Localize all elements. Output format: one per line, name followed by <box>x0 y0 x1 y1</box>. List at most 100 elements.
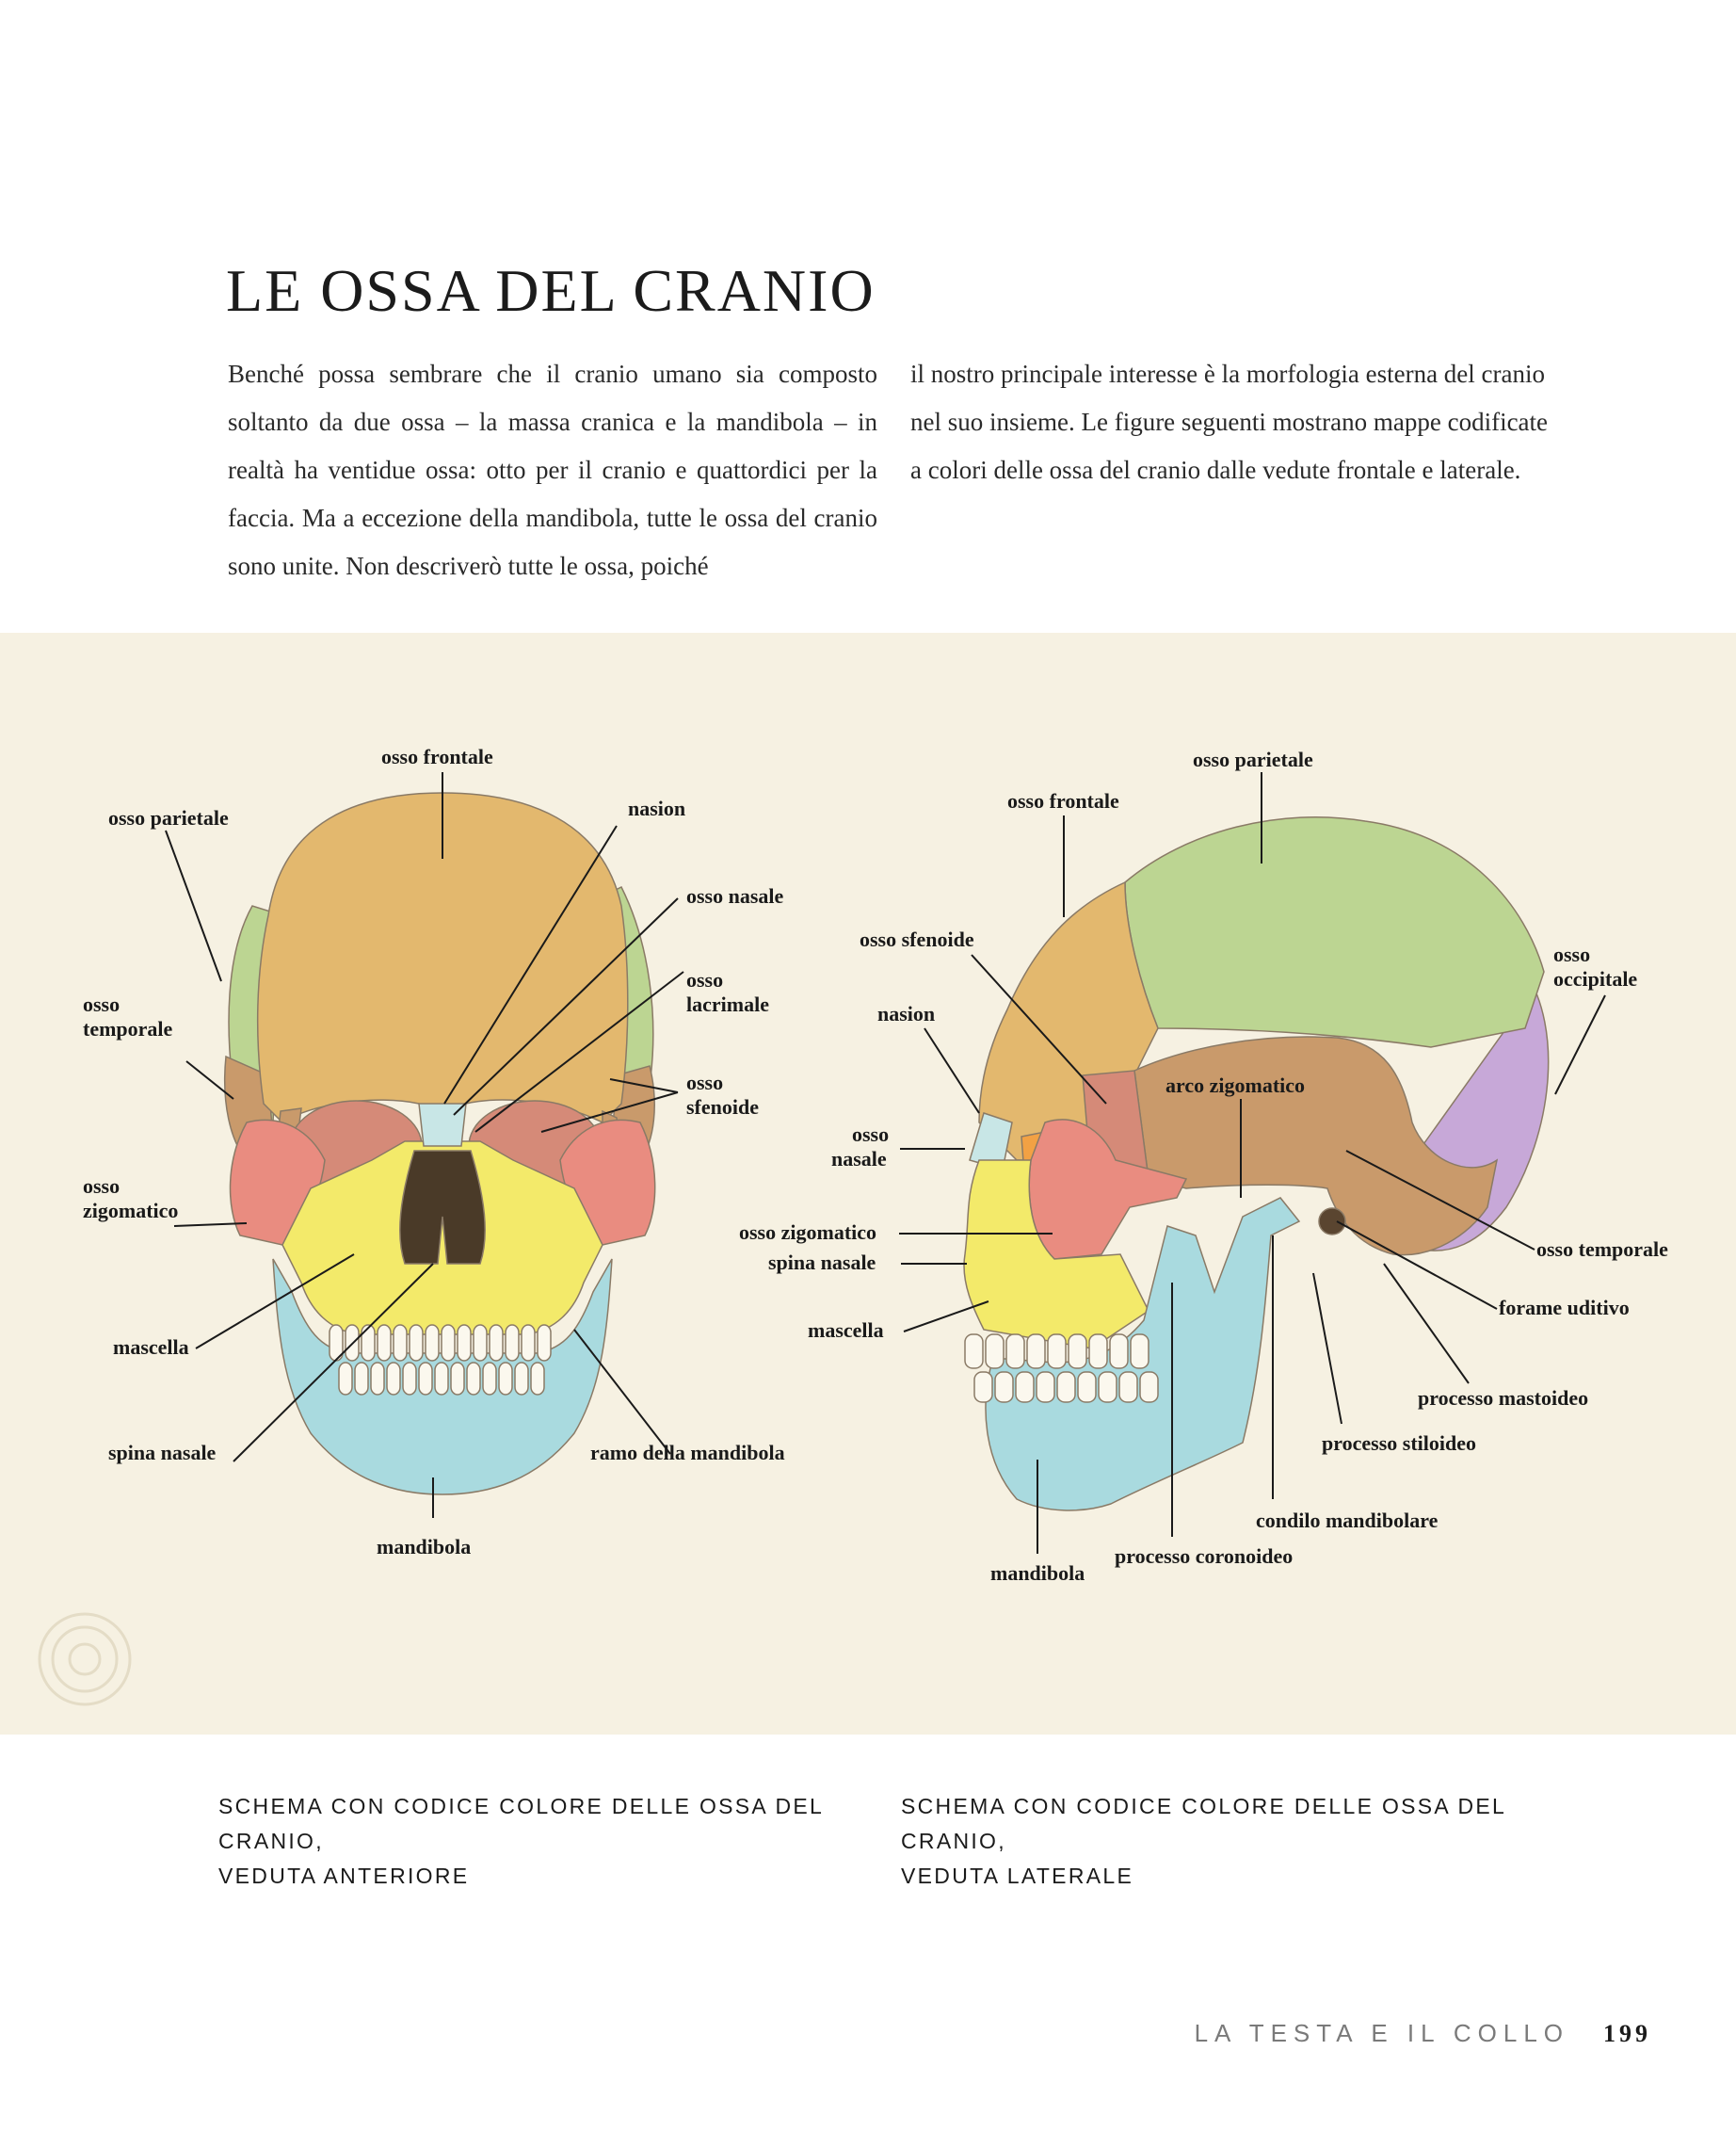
label-side-processo-stiloideo: processo stiloideo <box>1322 1431 1476 1455</box>
leader-side-nasion <box>924 1027 980 1114</box>
intro-text-left: Benché possa sembrare che il cranio uman… <box>228 360 877 580</box>
label-front-osso-parietale: osso parietale <box>108 806 229 830</box>
tooth <box>505 1324 520 1362</box>
caption-anterior-line1: SCHEMA CON CODICE COLORE DELLE OSSA DEL … <box>218 1794 824 1853</box>
intro-text-right: il nostro principale interesse è la morf… <box>910 360 1549 484</box>
tooth <box>354 1362 369 1396</box>
label-side-condilo-mandibolare: condilo mandibolare <box>1256 1509 1439 1532</box>
leader-side-temporale <box>1345 1150 1535 1251</box>
tooth <box>338 1362 353 1396</box>
label-front-osso-zigomatico-1: osso <box>83 1174 120 1198</box>
leader-side-mastoideo <box>1383 1263 1470 1384</box>
label-front-osso-nasale: osso nasale <box>686 884 784 908</box>
skull-diagram: osso frontale osso parietale nasion osso… <box>38 745 1668 1706</box>
label-front-mandibola: mandibola <box>377 1535 471 1558</box>
label-side-osso-temporale: osso temporale <box>1536 1237 1668 1261</box>
label-front-osso-lacrimale-1: osso <box>686 968 723 992</box>
leader-side-mascella <box>903 1300 989 1332</box>
caption-lateral-line1: SCHEMA CON CODICE COLORE DELLE OSSA DEL … <box>901 1794 1506 1853</box>
tooth <box>1139 1371 1159 1403</box>
label-side-arco-zigomatico: arco zigomatico <box>1165 1074 1305 1097</box>
running-head: LA TESTA E IL COLLO <box>1194 2019 1569 2047</box>
page-footer: LA TESTA E IL COLLO 199 <box>1195 2019 1651 2048</box>
tooth <box>393 1324 408 1362</box>
front-labels: osso frontale osso parietale nasion osso… <box>83 745 785 1558</box>
leader-front-nasale <box>453 897 679 1116</box>
label-side-osso-frontale: osso frontale <box>1007 789 1119 813</box>
tooth <box>1005 1333 1025 1369</box>
tooth <box>1036 1371 1055 1403</box>
tooth <box>537 1324 552 1362</box>
leader-front-spina <box>233 1263 434 1462</box>
tooth <box>973 1371 993 1403</box>
leader-front-lacrimale <box>474 971 684 1133</box>
page-number: 199 <box>1603 2020 1651 2047</box>
tooth <box>1109 1333 1129 1369</box>
leader-front-sfenoide-a <box>609 1078 679 1093</box>
tooth <box>386 1362 401 1396</box>
side-leader-lines <box>899 772 1606 1554</box>
side-skull <box>963 815 1550 1511</box>
side-temporal-bone <box>1133 1036 1499 1256</box>
side-parietal-bone <box>1124 815 1545 1048</box>
skull-illustration-plate: osso frontale osso parietale nasion osso… <box>0 633 1736 1735</box>
front-skull <box>223 792 656 1495</box>
leader-front-sfenoide-b <box>540 1091 679 1133</box>
label-side-osso-nasale-1: osso <box>852 1122 889 1146</box>
label-front-osso-temporale-1: osso <box>83 993 120 1016</box>
leader-front-ramo <box>573 1329 671 1455</box>
label-front-spina-nasale: spina nasale <box>108 1441 217 1464</box>
label-side-nasion: nasion <box>877 1002 935 1025</box>
label-side-osso-occipitale-1: osso <box>1553 943 1590 966</box>
label-side-spina-nasale: spina nasale <box>768 1251 876 1274</box>
leader-side-uditivo <box>1336 1220 1498 1310</box>
label-front-osso-sfenoide-1: osso <box>686 1071 723 1094</box>
label-front-nasion: nasion <box>628 797 685 820</box>
tooth <box>473 1324 488 1362</box>
label-side-osso-sfenoide: osso sfenoide <box>860 928 974 951</box>
tooth <box>489 1324 504 1362</box>
label-front-osso-temporale-2: temporale <box>83 1017 173 1041</box>
leader-front-mascella <box>195 1253 355 1349</box>
front-nasal-cavity <box>399 1150 486 1265</box>
leader-front-zigomatico <box>173 1222 248 1227</box>
label-side-forame-uditivo: forame uditivo <box>1499 1296 1630 1319</box>
leader-side-occipitale <box>1554 994 1606 1095</box>
tooth <box>418 1362 433 1396</box>
label-front-osso-lacrimale-2: lacrimale <box>686 993 769 1016</box>
leader-front-temporale <box>185 1060 234 1100</box>
caption-lateral-line2: VEDUTA LATERALE <box>901 1864 1134 1888</box>
leader-front-parietale <box>165 830 222 982</box>
label-front-osso-frontale: osso frontale <box>381 745 493 768</box>
label-side-osso-nasale-2: nasale <box>831 1147 887 1170</box>
leader-front-nasion <box>443 825 618 1105</box>
side-teeth <box>964 1333 1159 1403</box>
leader-side-stiloideo <box>1312 1272 1342 1425</box>
embossed-publisher-seal <box>38 1612 132 1706</box>
tooth <box>498 1362 513 1396</box>
tooth <box>450 1362 465 1396</box>
label-side-mascella: mascella <box>808 1318 884 1342</box>
tooth <box>1068 1333 1087 1369</box>
label-side-processo-mastoideo: processo mastoideo <box>1418 1386 1588 1410</box>
tooth <box>466 1362 481 1396</box>
caption-lateral: SCHEMA CON CODICE COLORE DELLE OSSA DEL … <box>901 1789 1541 1894</box>
label-side-mandibola: mandibola <box>990 1561 1085 1585</box>
tooth <box>985 1333 1005 1369</box>
label-front-osso-sfenoide-2: sfenoide <box>686 1095 759 1119</box>
leader-side-sfenoide <box>971 954 1107 1105</box>
tooth <box>1077 1371 1097 1403</box>
label-side-osso-zigomatico: osso zigomatico <box>739 1220 876 1244</box>
tooth <box>1015 1371 1035 1403</box>
tooth <box>361 1324 376 1362</box>
tooth <box>409 1324 424 1362</box>
tooth <box>1118 1371 1138 1403</box>
label-side-processo-coronoideo: processo coronoideo <box>1115 1544 1293 1568</box>
tooth <box>402 1362 417 1396</box>
tooth <box>1098 1371 1117 1403</box>
tooth <box>521 1324 536 1362</box>
label-side-osso-occipitale-2: occipitale <box>1553 967 1637 991</box>
side-maxilla <box>963 1159 1149 1349</box>
tooth <box>482 1362 497 1396</box>
side-labels: osso parietale osso frontale osso sfenoi… <box>739 748 1668 1585</box>
